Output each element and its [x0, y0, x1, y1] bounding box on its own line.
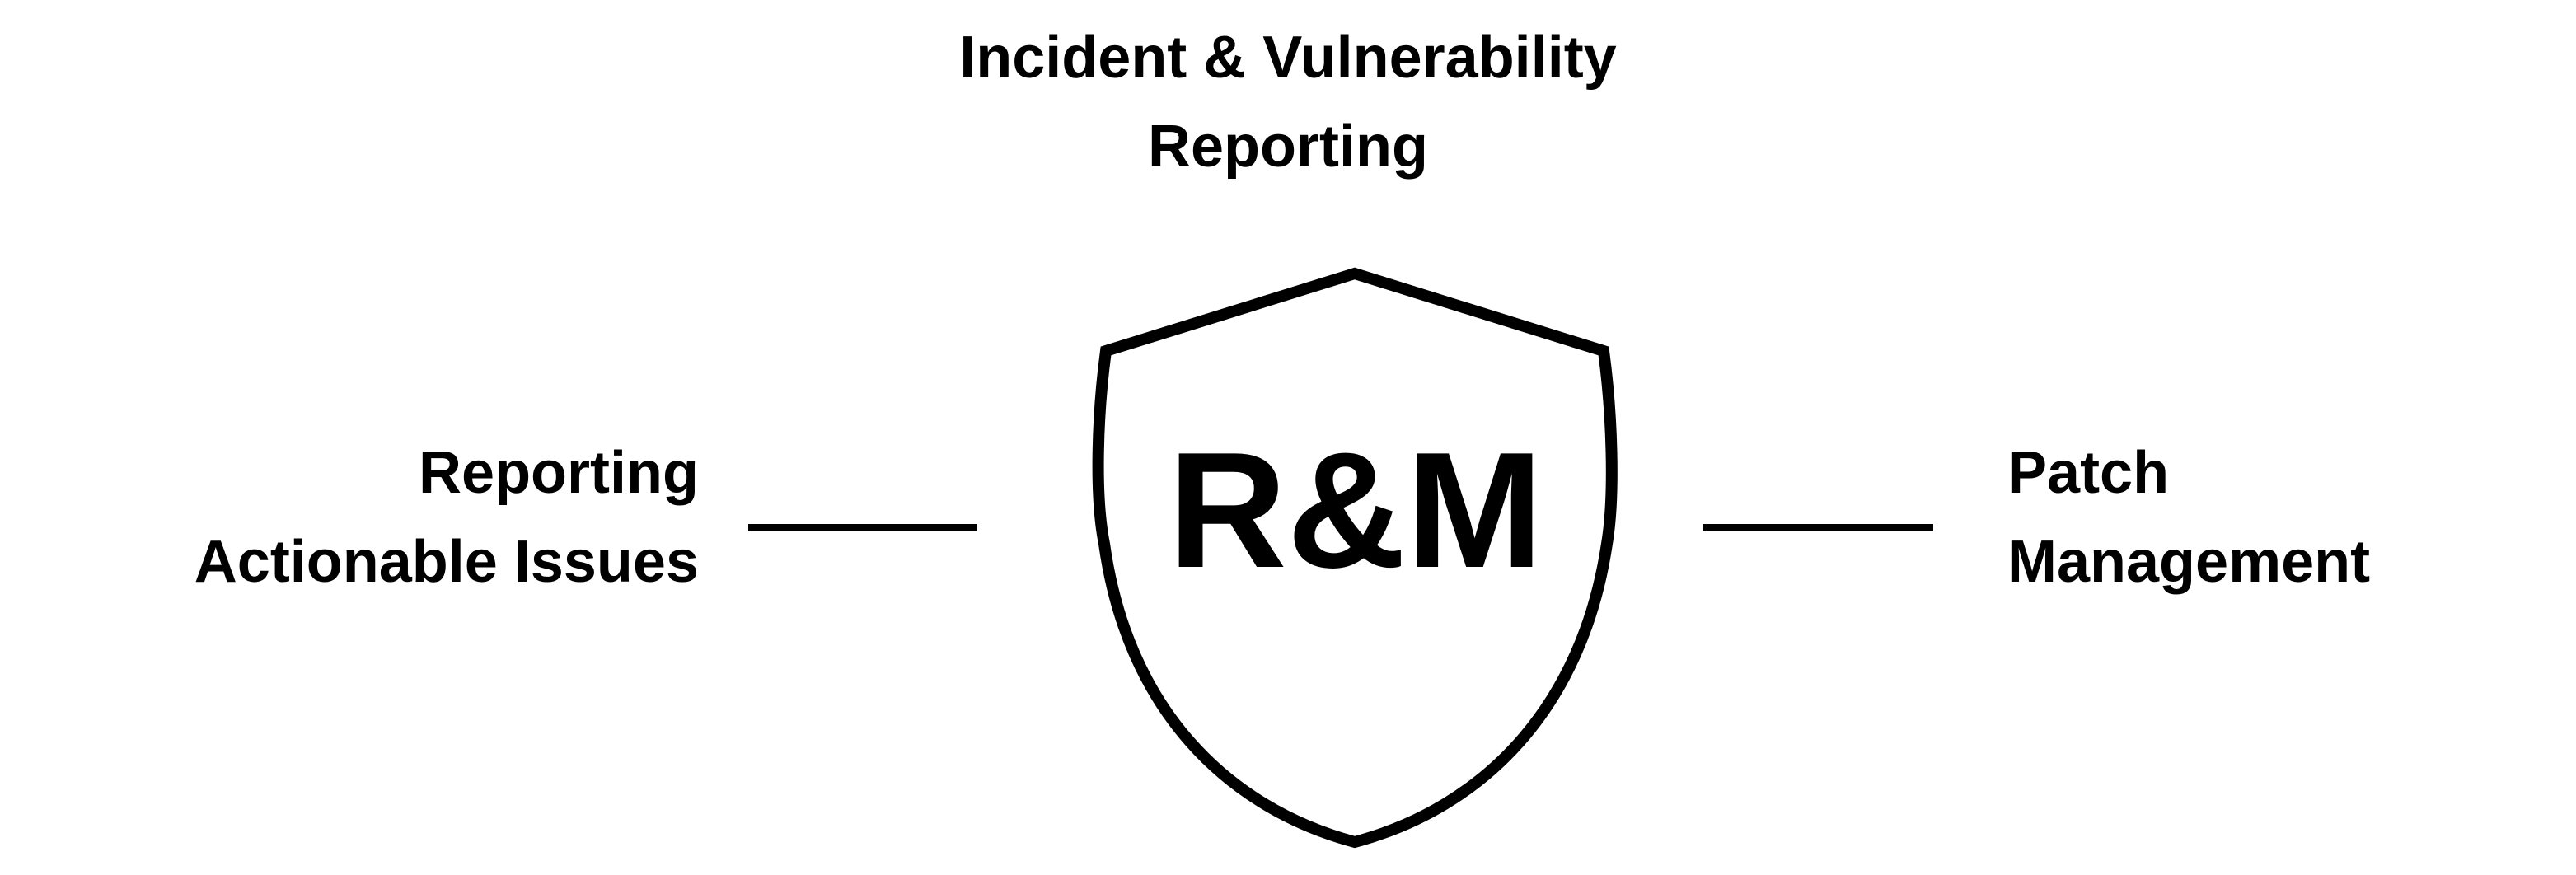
- connector-line-left: [748, 524, 977, 531]
- label-top-line2: Reporting: [1148, 114, 1428, 180]
- label-right-line1: Patch: [2007, 440, 2170, 506]
- label-patch-management: Patch Management: [2007, 428, 2535, 606]
- label-incident-vulnerability-reporting: Incident & Vulnerability Reporting: [876, 13, 1700, 191]
- label-right-line2: Management: [2007, 529, 2371, 595]
- connector-line-right: [1703, 524, 1933, 531]
- label-left-line2: Actionable Issues: [194, 529, 699, 595]
- label-reporting-actionable-issues: Reporting Actionable Issues: [82, 428, 699, 606]
- shield-center-text: R&M: [1168, 419, 1543, 602]
- label-top-line1: Incident & Vulnerability: [959, 25, 1617, 91]
- label-left-line1: Reporting: [419, 440, 699, 506]
- shield-outline: [1092, 267, 1618, 849]
- shield-icon: [1092, 267, 1618, 849]
